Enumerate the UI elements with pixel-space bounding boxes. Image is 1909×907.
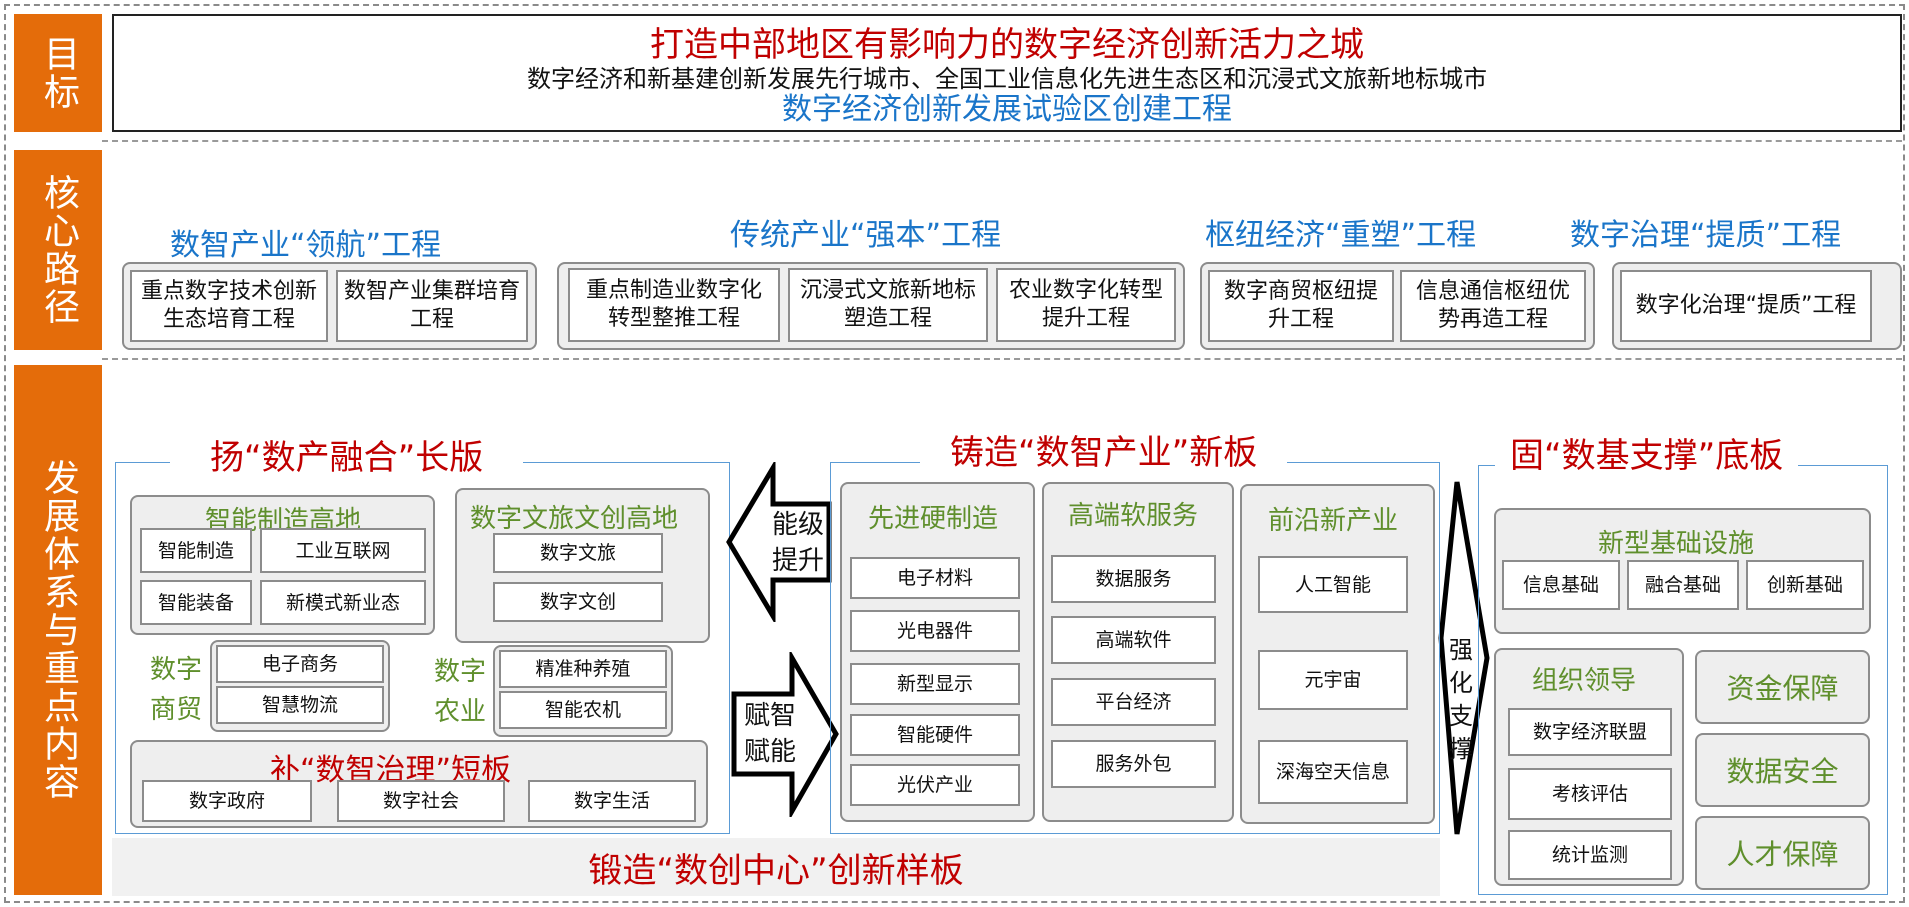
sidebar-system-label: 发展体系与重点内容	[38, 459, 79, 801]
core-item-1-2: 数智产业集群培育工程	[336, 270, 528, 342]
core-item-1-1: 重点数字技术创新生态培育工程	[130, 270, 328, 342]
goal-box: 打造中部地区有影响力的数字经济创新活力之城 数字经济和新基建创新发展先行城市、全…	[112, 14, 1902, 132]
goal-subtitle: 数字经济和新基建创新发展先行城市、全国工业信息化先进生态区和沉浸式文旅新地标城市	[527, 65, 1487, 93]
sidebar-system: 发展体系与重点内容	[14, 365, 102, 895]
mfg-item-3: 智能装备	[140, 580, 252, 625]
sidebar-core-path: 核心路径	[14, 150, 102, 350]
core-item-2-2: 沉浸式文旅新地标塑造工程	[788, 268, 988, 342]
mfg-item-1: 智能制造	[140, 528, 252, 573]
agri-item-1: 精准种养殖	[499, 650, 667, 688]
right-section-title: 固“数基支撑”底板	[1495, 428, 1799, 477]
mid-col-1-item-3: 新型显示	[850, 663, 1020, 705]
trade-label: 数字商贸	[149, 655, 202, 725]
mid-col-2-item-2: 高端软件	[1051, 616, 1216, 664]
mfg-item-4: 新模式新业态	[260, 580, 426, 625]
mid-col-1-item-5: 光伏产业	[850, 764, 1020, 806]
mid-col-1-title: 先进硬制造	[868, 504, 999, 534]
mid-col-2-item-4: 服务外包	[1051, 740, 1216, 788]
left-section-title: 扬“数产融合”长版	[170, 430, 524, 479]
agri-item-2: 智能农机	[499, 691, 667, 729]
infra-title: 新型基础设施	[1598, 529, 1755, 559]
core-item-3-2: 信息通信枢纽优势再造工程	[1400, 270, 1586, 342]
mid-col-1-item-2: 光电器件	[850, 610, 1020, 652]
core-item-3-1: 数字商贸枢纽提升工程	[1208, 270, 1394, 342]
upgrade-arrow-label: 能级提升	[771, 510, 824, 576]
core-title-2: 传统产业“强本”工程	[730, 218, 1002, 253]
gov-item-1: 数字政府	[142, 780, 312, 822]
guarantee-data-security: 数据安全	[1695, 733, 1870, 807]
core-title-1: 数智产业“领航”工程	[170, 228, 442, 263]
org-title: 组织领导	[1532, 666, 1637, 696]
guarantee-funds: 资金保障	[1695, 650, 1870, 724]
core-item-4-1: 数字化治理“提质”工程	[1620, 270, 1872, 342]
org-item-1: 数字经济联盟	[1508, 708, 1672, 756]
infra-item-1: 信息基础	[1502, 560, 1620, 610]
mid-col-3-item-3: 深海空天信息	[1258, 740, 1408, 804]
mid-col-1-item-4: 智能硬件	[850, 714, 1020, 756]
trade-item-2: 智慧物流	[216, 686, 384, 724]
sidebar-core-path-label: 核心路径	[38, 174, 79, 326]
core-title-4: 数字治理“提质”工程	[1570, 218, 1842, 253]
empower-arrow-icon	[731, 652, 839, 817]
infra-item-3: 创新基础	[1746, 560, 1864, 610]
sidebar-goal: 目标	[14, 14, 102, 132]
gov-item-2: 数字社会	[337, 780, 505, 822]
outer-frame	[4, 4, 1905, 903]
divider-2	[102, 358, 1902, 360]
mid-col-2-item-1: 数据服务	[1051, 555, 1216, 603]
tour-item-1: 数字文旅	[493, 533, 663, 573]
org-item-2: 考核评估	[1508, 768, 1672, 820]
goal-main-title: 打造中部地区有影响力的数字经济创新活力之城	[650, 25, 1364, 65]
mid-col-1-item-1: 电子材料	[850, 557, 1020, 599]
sidebar-goal-label: 目标	[38, 35, 79, 111]
bottom-banner-text: 锻造“数创中心”创新样板	[588, 850, 964, 891]
agri-label: 数字农业	[433, 657, 486, 727]
divider-1	[102, 140, 1902, 142]
tour-title: 数字文旅文创高地	[470, 504, 679, 534]
bottom-banner: 锻造“数创中心”创新样板	[112, 838, 1440, 896]
middle-section-title: 铸造“数智产业”新板	[920, 425, 1288, 474]
infra-item-2: 融合基础	[1627, 560, 1739, 610]
mid-col-3-item-1: 人工智能	[1258, 556, 1408, 613]
support-arrow-label: 强化支撑	[1449, 636, 1473, 763]
mid-col-3-title: 前沿新产业	[1268, 506, 1399, 536]
guarantee-talent: 人才保障	[1695, 816, 1870, 890]
org-item-3: 统计监测	[1508, 830, 1672, 880]
upgrade-arrow-icon	[726, 462, 832, 622]
tour-item-2: 数字文创	[493, 582, 663, 622]
gov-item-3: 数字生活	[528, 780, 696, 822]
core-item-2-1: 重点制造业数字化转型整推工程	[568, 268, 780, 342]
support-arrow-icon	[1438, 481, 1490, 835]
mid-col-2-title: 高端软服务	[1068, 501, 1199, 531]
core-item-2-3: 农业数字化转型提升工程	[996, 268, 1176, 342]
mid-col-3-item-2: 元宇宙	[1258, 650, 1408, 710]
core-title-3: 枢纽经济“重塑”工程	[1205, 218, 1477, 253]
empower-arrow-label: 赋智赋能	[743, 701, 796, 767]
trade-item-1: 电子商务	[216, 645, 384, 683]
mid-col-2-item-3: 平台经济	[1051, 678, 1216, 726]
goal-project: 数字经济创新发展试验区创建工程	[782, 92, 1232, 127]
mfg-item-2: 工业互联网	[260, 528, 426, 573]
